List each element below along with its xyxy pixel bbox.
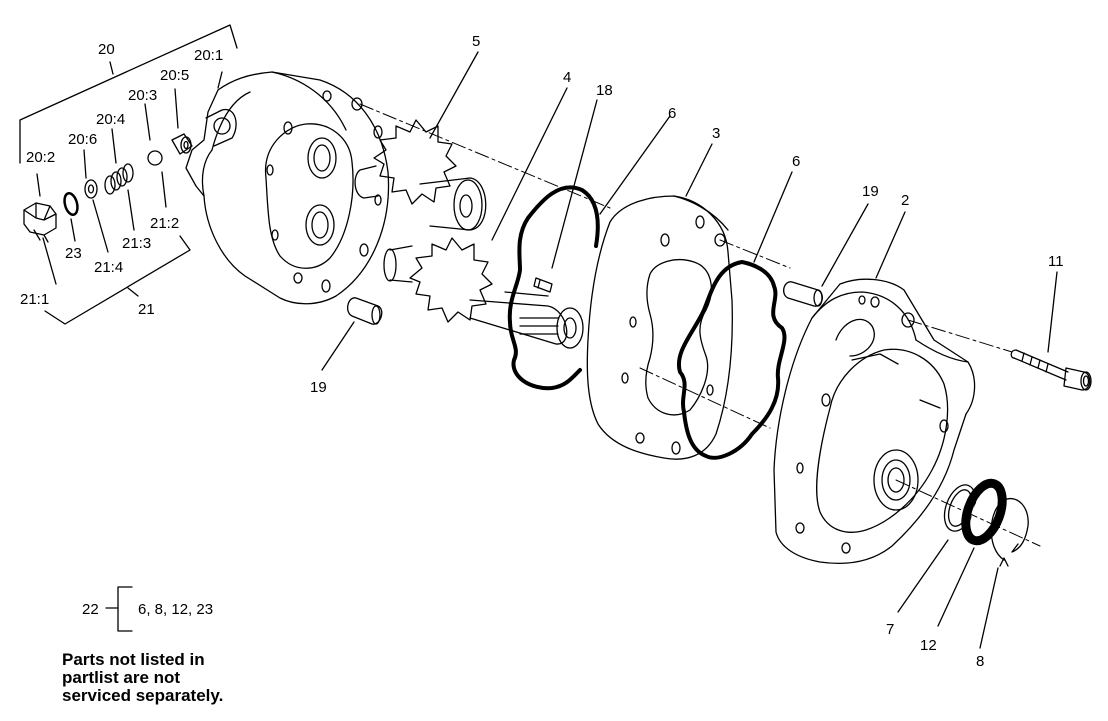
callout-6-right: 6 [792,153,800,170]
service-note-line-2: partlist are not [62,668,181,687]
callout-20-1: 20:1 [194,47,223,64]
dowel-pin-19-left [346,297,383,325]
ball-20-3 [147,150,163,166]
callout-21: 21 [138,301,155,318]
gear-5 [354,119,487,231]
service-note-line-3: serviced separately. [62,686,224,705]
callout-20: 20 [98,41,115,58]
callout-21-2: 21:2 [150,215,179,232]
kit-number-22: 22 [82,601,99,618]
callout-21-1: 21:1 [20,291,49,308]
front-cover-2 [773,278,976,565]
callout-12: 12 [920,637,937,654]
kit-parts-list: 6, 8, 12, 23 [138,601,213,618]
callout-21-4: 21:4 [94,259,123,276]
callout-19-left: 19 [310,379,327,396]
dowel-pin-19-right [782,281,824,307]
callout-4: 4 [563,69,571,86]
o-ring-23 [63,192,79,216]
callout-labels: 20 20:1 20:5 20:3 20:4 20:6 20:2 21:2 21… [20,33,1064,670]
washer-20-6 [84,179,98,199]
callout-19-right: 19 [862,183,879,200]
bracket-21 [44,235,191,325]
gear-body-3 [586,195,733,460]
callout-7: 7 [886,621,894,638]
spring-20-4 [104,163,134,195]
callout-3: 3 [712,125,720,142]
callout-11: 11 [1048,253,1064,270]
callout-2: 2 [901,192,909,209]
kit-bracket-22 [105,586,133,632]
callout-6-left: 6 [668,105,676,122]
callout-21-3: 21:3 [122,235,151,252]
seal-ring-6-right [676,260,787,460]
bracket-20 [19,24,238,164]
leader-lines [321,51,1058,649]
service-note: Parts not listed in partlist are not ser… [62,651,282,705]
relief-valve-assembly [19,24,238,325]
callout-20-5: 20:5 [160,67,189,84]
callout-20-2: 20:2 [26,149,55,166]
callout-23: 23 [65,245,82,262]
key-18 [533,277,553,293]
callout-20-3: 20:3 [128,87,157,104]
callout-20-4: 20:4 [96,111,125,128]
callout-8: 8 [976,653,984,670]
seal-ring-6-left [507,185,600,391]
callout-20-6: 20:6 [68,131,97,148]
service-note-line-1: Parts not listed in [62,650,205,669]
callout-5: 5 [472,33,480,50]
rear-cover-housing [185,71,390,305]
callout-18: 18 [596,82,613,99]
assembly-axis-lines [359,103,1041,547]
seat-20-5 [171,133,193,155]
snap-ring-8 [990,498,1029,567]
gear-4 [383,237,584,349]
plug-21-1 [23,202,57,243]
bolt-11 [1010,349,1092,391]
